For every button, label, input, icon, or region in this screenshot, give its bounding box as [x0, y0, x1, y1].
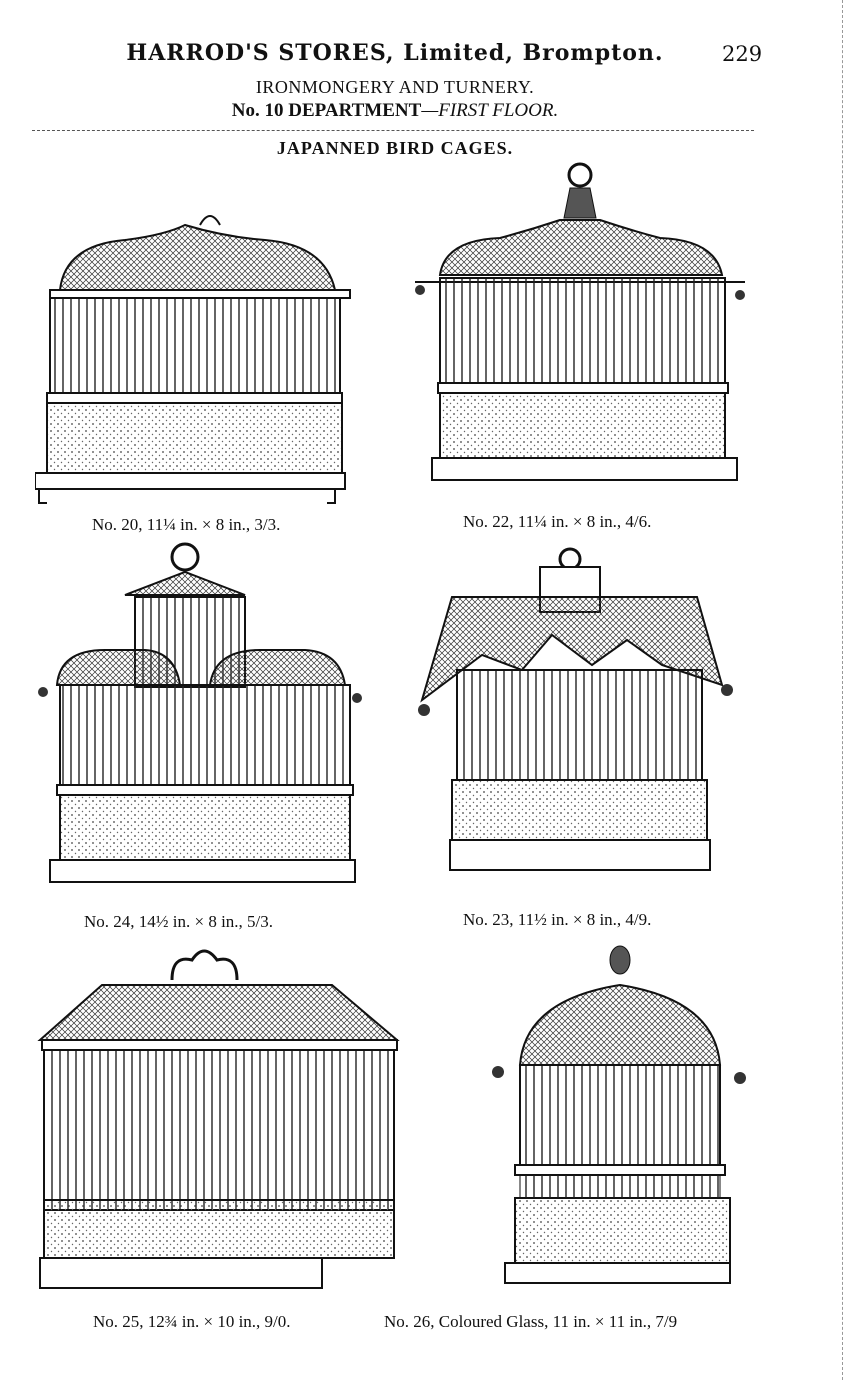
- caption-25: No. 25, 12¾ in. × 10 in., 9/0.: [93, 1312, 291, 1331]
- caption-24: No. 24, 14½ in. × 8 in., 5/3.: [84, 912, 274, 931]
- caption-26: No. 26, Coloured Glass, 11 in. × 11 in.,…: [384, 1312, 678, 1331]
- cage-illustration-25: [32, 945, 402, 1305]
- store-title: HARROD'S STORES, Limited, Brompton.: [0, 40, 790, 66]
- floor: —FIRST FLOOR.: [421, 100, 559, 121]
- cage-illustration-23: [412, 545, 752, 905]
- cage-illustration-22: [410, 160, 750, 510]
- department-line: No. 10 DEPARTMENT—FIRST FLOOR.: [0, 100, 790, 122]
- store-name: HARROD'S STORES, Limited, Brompton.: [126, 40, 664, 66]
- cage-illustration-26: [490, 940, 750, 1305]
- divider: [32, 130, 754, 131]
- caption-23: No. 23, 11½ in. × 8 in., 4/9.: [463, 910, 652, 929]
- caption-20: No. 20, 11¼ in. × 8 in., 3/3.: [92, 515, 281, 534]
- cage-illustration-20: [35, 205, 355, 510]
- page-number: 229: [722, 42, 763, 66]
- department: No. 10 DEPARTMENT: [231, 100, 422, 121]
- section-title: IRONMONGERY AND TURNERY.: [255, 77, 535, 97]
- page-heading: JAPANNED BIRD CAGES.: [276, 138, 514, 158]
- caption-22: No. 22, 11¼ in. × 8 in., 4/6.: [463, 512, 652, 531]
- page-edge: [842, 0, 843, 1380]
- cage-illustration-24: [35, 540, 365, 910]
